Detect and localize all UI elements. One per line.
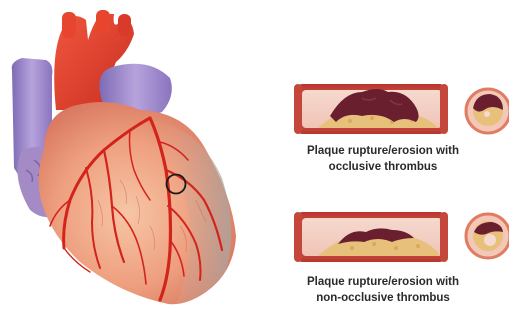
caption-line: Plaque rupture/erosion with <box>283 274 483 290</box>
caption-non-occlusive: Plaque rupture/erosion with non-occlusiv… <box>283 274 483 306</box>
cross-section-non-occlusive <box>466 214 509 258</box>
caption-occlusive: Plaque rupture/erosion with occlusive th… <box>283 143 483 175</box>
cross-section-occlusive <box>466 89 509 133</box>
caption-line: occlusive thrombus <box>283 159 483 175</box>
caption-line: Plaque rupture/erosion with <box>283 143 483 159</box>
artery-occlusive <box>294 84 448 134</box>
artery-non-occlusive <box>294 212 448 262</box>
heart <box>12 10 236 304</box>
caption-line: non-occlusive thrombus <box>283 290 483 306</box>
